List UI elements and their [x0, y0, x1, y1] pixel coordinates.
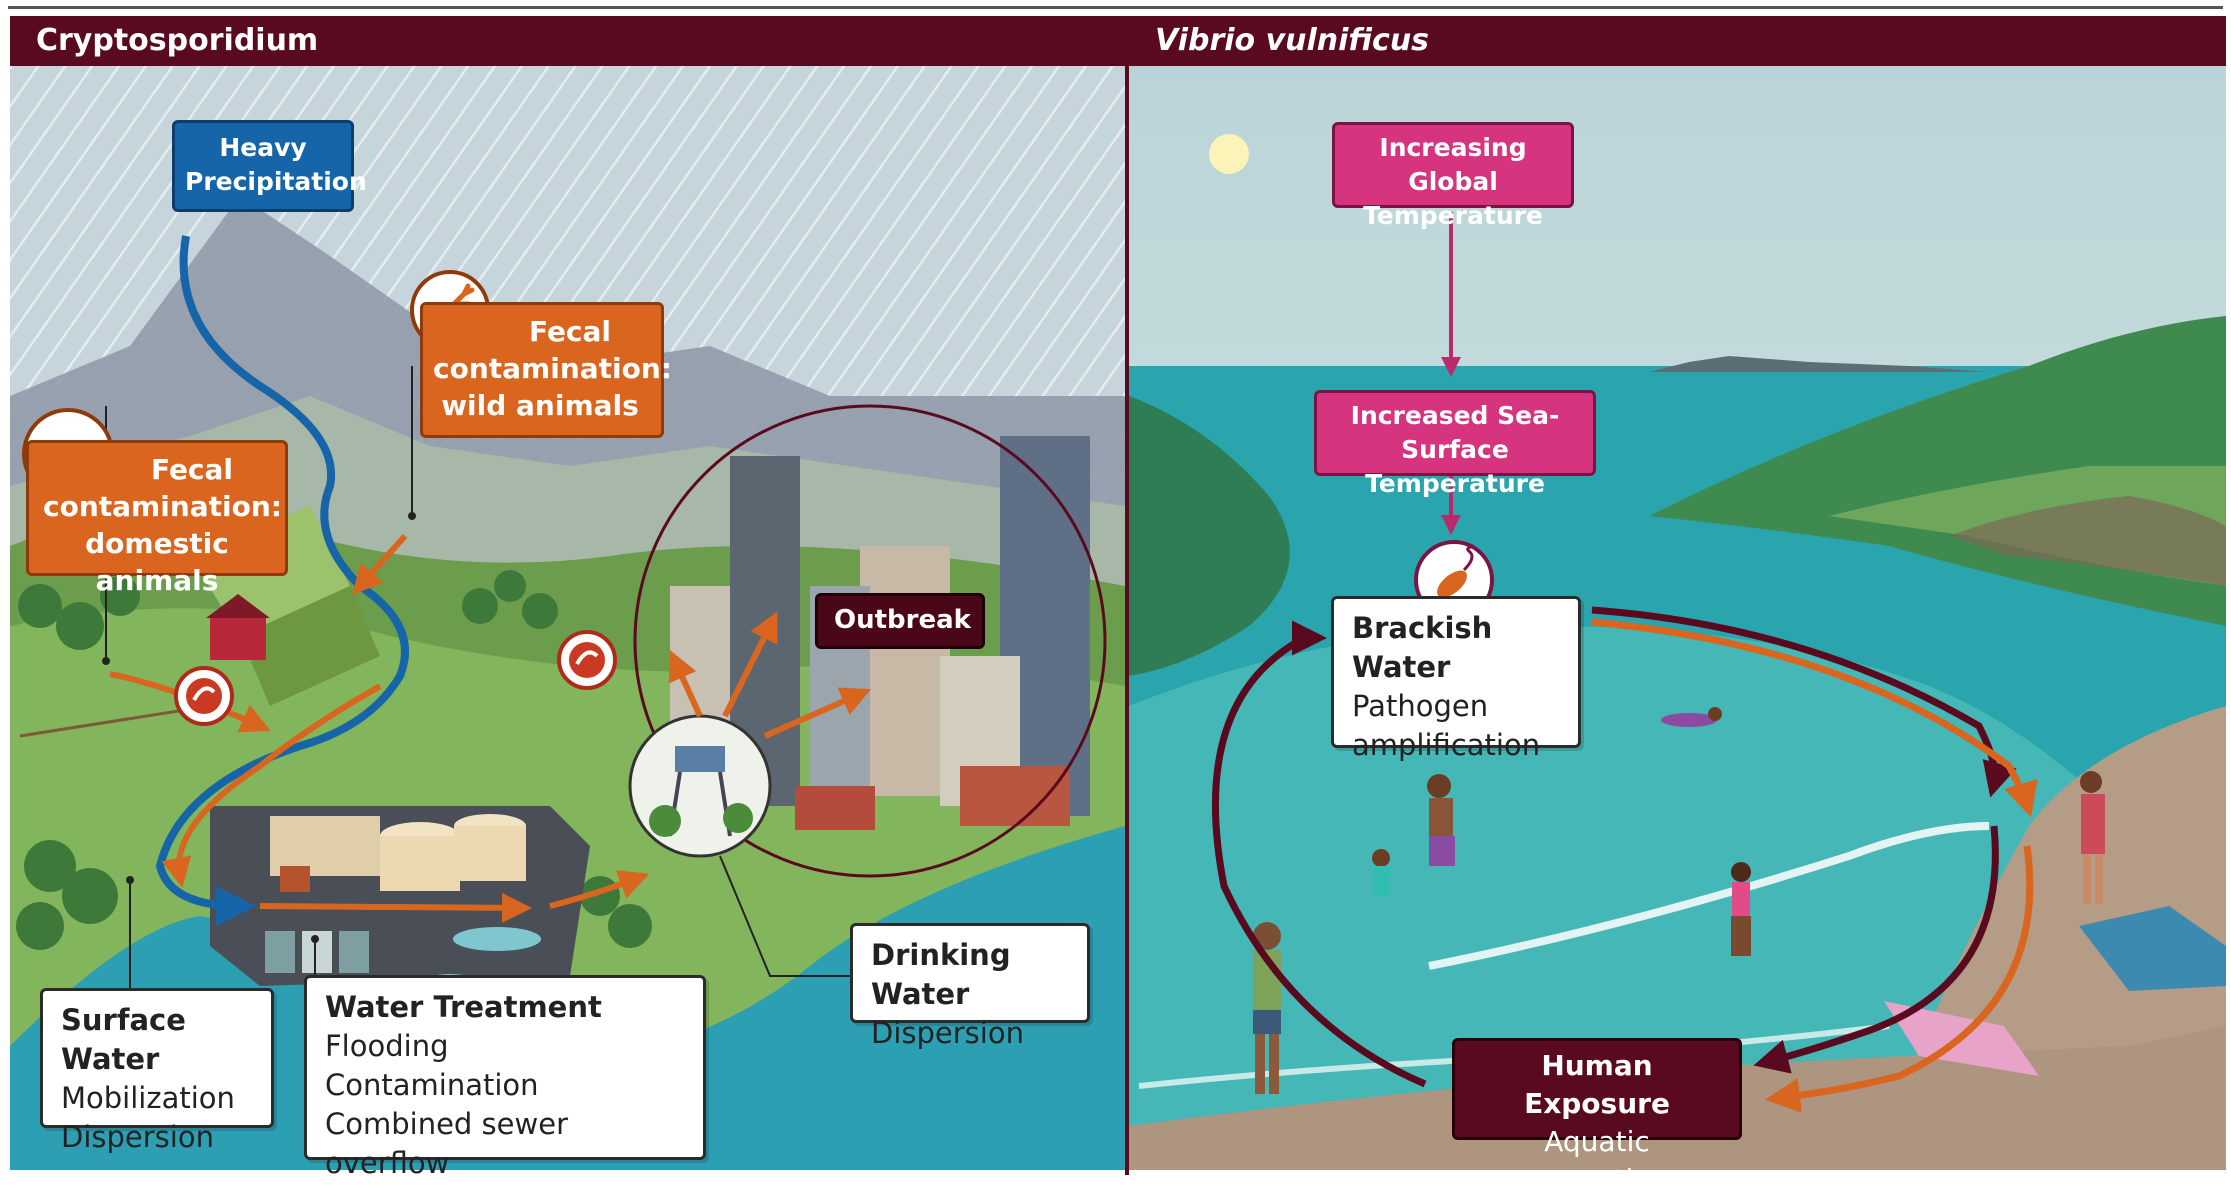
- heavy-precipitation-line-2: Precipitation: [185, 167, 367, 196]
- surface-water-line-1: Mobilization: [61, 1081, 235, 1115]
- fecal-domestic-line-3: domestic animals: [85, 527, 229, 597]
- brackish-water-line-2: amplification: [1352, 728, 1541, 762]
- water-treatment-heading: Water Treatment: [325, 990, 602, 1024]
- water-treatment-line-3: Combined sewer overflow: [325, 1107, 568, 1180]
- fecal-wild-line-3: wild animals: [441, 389, 639, 422]
- sea-surface-line-1: Increased Sea-Surface: [1350, 401, 1560, 464]
- global-temperature-box: Increasing Global Temperature: [1332, 122, 1574, 230]
- fecal-domestic-box: Fecal contamination: domestic animals: [26, 440, 288, 597]
- fecal-domestic-line-1: Fecal: [150, 453, 234, 486]
- heavy-precipitation-line-1: Heavy: [219, 133, 307, 162]
- drinking-water-box: Drinking Water Dispersion: [850, 923, 1090, 1050]
- surface-water-box: Surface Water Mobilization Dispersion: [40, 988, 274, 1154]
- fecal-wild-box: Fecal contamination: wild animals: [420, 302, 672, 438]
- sea-surface-temperature-box: Increased Sea-Surface Temperature: [1314, 390, 1596, 498]
- surface-water-line-2: Dispersion: [61, 1120, 214, 1154]
- fecal-wild-line-1: Fecal: [528, 315, 612, 348]
- surface-water-heading: Surface Water: [61, 1003, 186, 1076]
- fecal-wild-line-2: contamination:: [433, 352, 672, 385]
- drinking-water-line-1: Dispersion: [871, 1016, 1024, 1050]
- outbreak-label: Outbreak: [815, 593, 985, 649]
- human-exposure-box: Human Exposure Aquatic recreation: [1452, 1038, 1742, 1196]
- water-treatment-line-2: Contamination: [325, 1068, 539, 1102]
- vibrio-scene: [1129, 66, 2226, 1170]
- brackish-water-line-1: Pathogen: [1352, 689, 1489, 723]
- human-exposure-line-1: Aquatic recreation: [1525, 1125, 1669, 1196]
- top-rule: [8, 6, 2223, 9]
- cryptosporidium-scene: [10, 66, 1125, 1170]
- heavy-precipitation-box: Heavy Precipitation: [172, 120, 367, 212]
- oocyst-icon: [174, 666, 234, 726]
- fecal-domestic-line-2: contamination:: [43, 490, 282, 523]
- oocyst-icon: [557, 630, 617, 690]
- water-treatment-line-1: Flooding: [325, 1029, 449, 1063]
- right-panel-title: Vibrio vulnificus: [1129, 16, 2226, 66]
- panel-divider: [1125, 16, 1129, 1175]
- global-temperature-line-1: Increasing Global: [1379, 133, 1527, 196]
- sea-surface-line-2: Temperature: [1365, 469, 1545, 498]
- drinking-water-heading: Drinking Water: [871, 938, 1011, 1011]
- brackish-water-heading: Brackish Water: [1352, 611, 1493, 684]
- brackish-water-box: Brackish Water Pathogen amplification: [1331, 596, 1581, 762]
- water-treatment-box: Water Treatment Flooding Contamination C…: [304, 975, 706, 1180]
- people-figures: [1253, 707, 2105, 1094]
- infographic: Heavy Precipitation Fecal contamination:…: [8, 6, 2226, 1196]
- left-panel-title: Cryptosporidium: [10, 16, 1125, 66]
- global-temperature-line-2: Temperature: [1363, 201, 1543, 230]
- human-exposure-heading: Human Exposure: [1524, 1049, 1670, 1120]
